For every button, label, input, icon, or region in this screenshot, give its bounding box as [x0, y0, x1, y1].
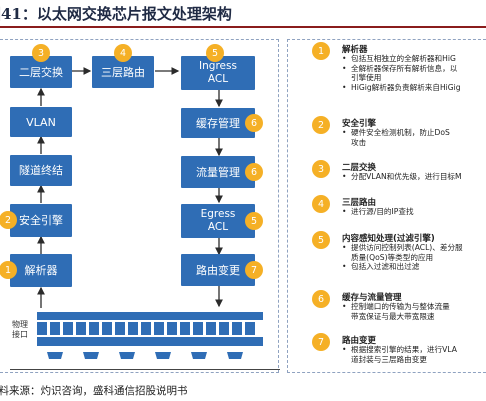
physical-ports-label: 物理接口 [12, 320, 28, 339]
legend-line: 根据搜索引擎的结果，进行VLA [342, 345, 486, 355]
tunnel-termination-block: 隧道终结 [10, 155, 72, 186]
badge-buffer: 6 [245, 114, 263, 132]
legend-line: 分配VLAN和优先级，进行目标M [342, 172, 486, 182]
legend-line: 道封装与三层路由变更 [351, 354, 427, 364]
port [128, 322, 138, 335]
port [63, 322, 73, 335]
parser-block: 解析器 [10, 254, 72, 287]
port [50, 322, 60, 335]
legend-badge-2: 2 [312, 116, 330, 134]
egress-acl-label: Egress ACL [200, 208, 236, 233]
figure-header: 图41：以太网交换芯片报文处理架构 [0, 0, 486, 28]
legend-badge-6: 6 [312, 290, 330, 308]
badge-l2: 3 [32, 44, 50, 62]
l2-switch-label: 二层交换 [19, 65, 63, 79]
port [167, 322, 177, 335]
l2-switch-block: 二层交换 [10, 56, 72, 88]
port [245, 322, 255, 335]
route-edit-block: 路由变更 [181, 254, 255, 286]
route-edit-label: 路由变更 [196, 263, 240, 277]
legend-title-5: 内容感知处理(过滤引擎) [342, 234, 435, 244]
legend-line: HiGig解析器负责解析来自HiGig [342, 83, 486, 93]
l3-routing-label: 三层路由 [101, 65, 145, 79]
flow-arrows [37, 67, 223, 308]
legend-frame [287, 39, 486, 373]
legend-title-2: 安全引擎 [342, 119, 377, 129]
badge-ingress: 5 [206, 44, 224, 62]
port [115, 322, 125, 335]
flow-label: 流量管理 [196, 165, 240, 179]
vlan-block: VLAN [10, 107, 72, 137]
port [232, 322, 242, 335]
badge-security: 2 [0, 211, 17, 229]
figure-title: 图41：以太网交换芯片报文处理架构 [0, 5, 232, 23]
ingress-acl-block: Ingress ACL [181, 56, 255, 90]
legend-line: 包括入过滤和出过滤 [342, 262, 486, 272]
port [76, 322, 86, 335]
legend-line: 进行源/目的IP查找 [342, 207, 486, 217]
badge-route-edit: 7 [245, 261, 263, 279]
tunnel-label: 隧道终结 [19, 164, 63, 177]
legend-title-7: 路由变更 [342, 336, 377, 346]
vlan-label: VLAN [26, 115, 56, 129]
badge-flow: 6 [245, 163, 263, 181]
port [37, 322, 47, 335]
legend-title-4: 三层路由 [342, 198, 377, 208]
legend-badge-4: 4 [312, 195, 330, 213]
port [89, 322, 99, 335]
security-label: 安全引擎 [19, 214, 63, 227]
legend-badge-5: 5 [312, 231, 330, 249]
egress-acl-block: Egress ACL [181, 204, 255, 238]
legend-badge-3: 3 [312, 160, 330, 178]
badge-parser: 1 [0, 261, 17, 279]
port [154, 322, 164, 335]
buffer-management-block: 缓存管理 [181, 108, 255, 138]
port-bus-bottom [37, 337, 263, 346]
port [206, 322, 216, 335]
legend-line: 包括互相独立的全解析器和HiG [342, 54, 486, 64]
badge-l3: 4 [114, 44, 132, 62]
port [219, 322, 229, 335]
legend-line: 提供访问控制列表(ACL)、差分服 [342, 243, 486, 253]
buffer-label: 缓存管理 [196, 116, 240, 130]
legend-line: 全解析器保存所有解析信息，以 [342, 64, 486, 74]
security-engine-block: 安全引擎 [10, 204, 72, 237]
port-connectors [47, 352, 243, 359]
architecture-diagram: 二层交换 3 VLAN 隧道终结 安全引擎 2 解析器 1 三层路由 4 Ing… [0, 30, 486, 380]
l3-routing-block: 三层路由 [92, 56, 154, 88]
port [180, 322, 190, 335]
ingress-acl-label: Ingress ACL [199, 60, 237, 85]
legend-line: 质量(QoS)等类型的应用 [351, 252, 434, 262]
flow-management-block: 流量管理 [181, 156, 255, 188]
badge-egress: 5 [245, 212, 263, 230]
figure-source: 资料来源：灼识咨询，盛科通信招股说明书 [0, 385, 188, 397]
port [102, 322, 112, 335]
legend-line: 引擎使用 [351, 73, 382, 83]
physical-port-array [37, 312, 263, 359]
pipeline-frame [0, 39, 279, 373]
port [193, 322, 203, 335]
title-divider [0, 26, 486, 28]
legend-badge-1: 1 [312, 42, 330, 60]
legend-title-3: 二层交换 [342, 163, 377, 173]
legend-badge-7: 7 [312, 333, 330, 351]
legend-title-1: 解析器 [342, 45, 368, 55]
legend-line: 攻击 [351, 137, 367, 147]
legend-line: 控制端口的传输为与整体流量 [342, 302, 486, 312]
port [141, 322, 151, 335]
legend-title-6: 缓存与流量管理 [342, 293, 402, 303]
parser-label: 解析器 [24, 264, 58, 277]
port-bus-top [37, 312, 263, 320]
port-baseline [10, 369, 280, 370]
legend-line: 硬件安全检测机制，防止DoS [342, 128, 486, 138]
legend-line: 带宽保证与最大带宽限速 [351, 311, 435, 321]
